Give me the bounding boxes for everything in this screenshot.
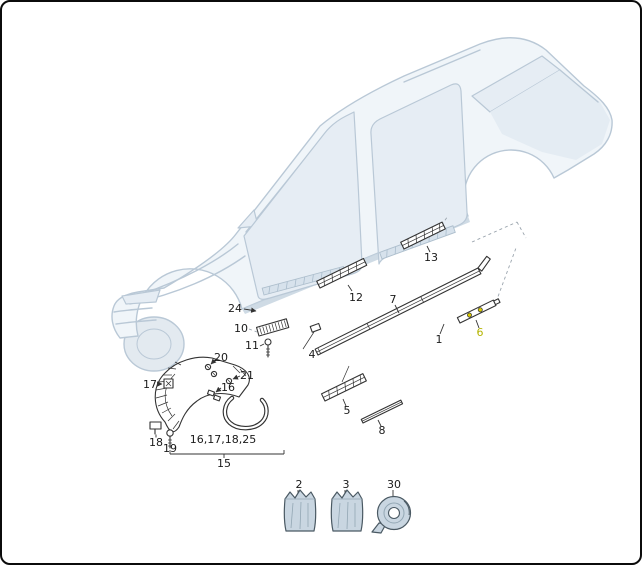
part-label-24[interactable]: 24	[228, 302, 242, 315]
tape-roll-icon	[371, 495, 412, 534]
parts-drawings	[149, 221, 501, 534]
part-6-bracket	[456, 298, 501, 324]
part-label-17[interactable]: 17	[143, 378, 157, 391]
part-16-clips	[206, 389, 222, 402]
mirror-base	[237, 209, 259, 229]
label-ticks	[155, 245, 480, 496]
part-label-10[interactable]: 10	[234, 322, 248, 335]
part-label-11[interactable]: 11	[245, 339, 259, 352]
part-label-19[interactable]: 19	[163, 442, 177, 455]
part-label-15[interactable]: 15	[217, 457, 231, 470]
part-15-wheel-arch-liner	[154, 356, 250, 433]
part-label-30[interactable]: 30	[387, 478, 401, 491]
part-20-screws	[204, 363, 218, 378]
part-5-strip	[320, 373, 367, 402]
headlight	[121, 289, 161, 305]
group-15-brace	[169, 450, 285, 458]
part-label-18[interactable]: 18	[149, 436, 163, 449]
car-body-drawing	[111, 37, 613, 372]
bag-icon	[330, 489, 364, 532]
part-25-seal-section	[222, 395, 269, 431]
part-4-clip	[302, 322, 322, 350]
part-label-4[interactable]: 4	[309, 348, 316, 361]
part-label-21[interactable]: 21	[240, 369, 254, 382]
part-label-6[interactable]: 6	[477, 326, 484, 339]
front-tire	[123, 316, 185, 372]
part-21-screw	[225, 377, 233, 385]
part-label-7[interactable]: 7	[390, 293, 397, 306]
part-10-end-piece	[255, 318, 290, 337]
part-label-8[interactable]: 8	[379, 424, 386, 437]
part-label-20[interactable]: 20	[214, 351, 228, 364]
part-label-13[interactable]: 13	[424, 251, 438, 264]
part-label-16[interactable]: 16	[221, 381, 235, 394]
part-18-cap	[149, 421, 162, 435]
part-labels: 24 10 11 4 12 7 1 13 6 5 8 20 21 16 17 1…	[143, 251, 484, 491]
part-label-2[interactable]: 2	[296, 478, 303, 491]
part-label-5[interactable]: 5	[344, 404, 351, 417]
part-label-1[interactable]: 1	[436, 333, 443, 346]
part-label-12[interactable]: 12	[349, 291, 363, 304]
part-label-3[interactable]: 3	[343, 478, 350, 491]
part-17-clip	[163, 378, 174, 389]
part-13-strip	[400, 221, 446, 250]
part-label-group-16-17-18-25[interactable]: 16,17,18,25	[190, 433, 256, 446]
part-11-bolt	[264, 338, 272, 358]
part-8-strip	[360, 399, 404, 424]
part-19-bolt	[166, 429, 174, 449]
part-12-strip	[316, 257, 368, 289]
bag-icon	[283, 489, 317, 532]
